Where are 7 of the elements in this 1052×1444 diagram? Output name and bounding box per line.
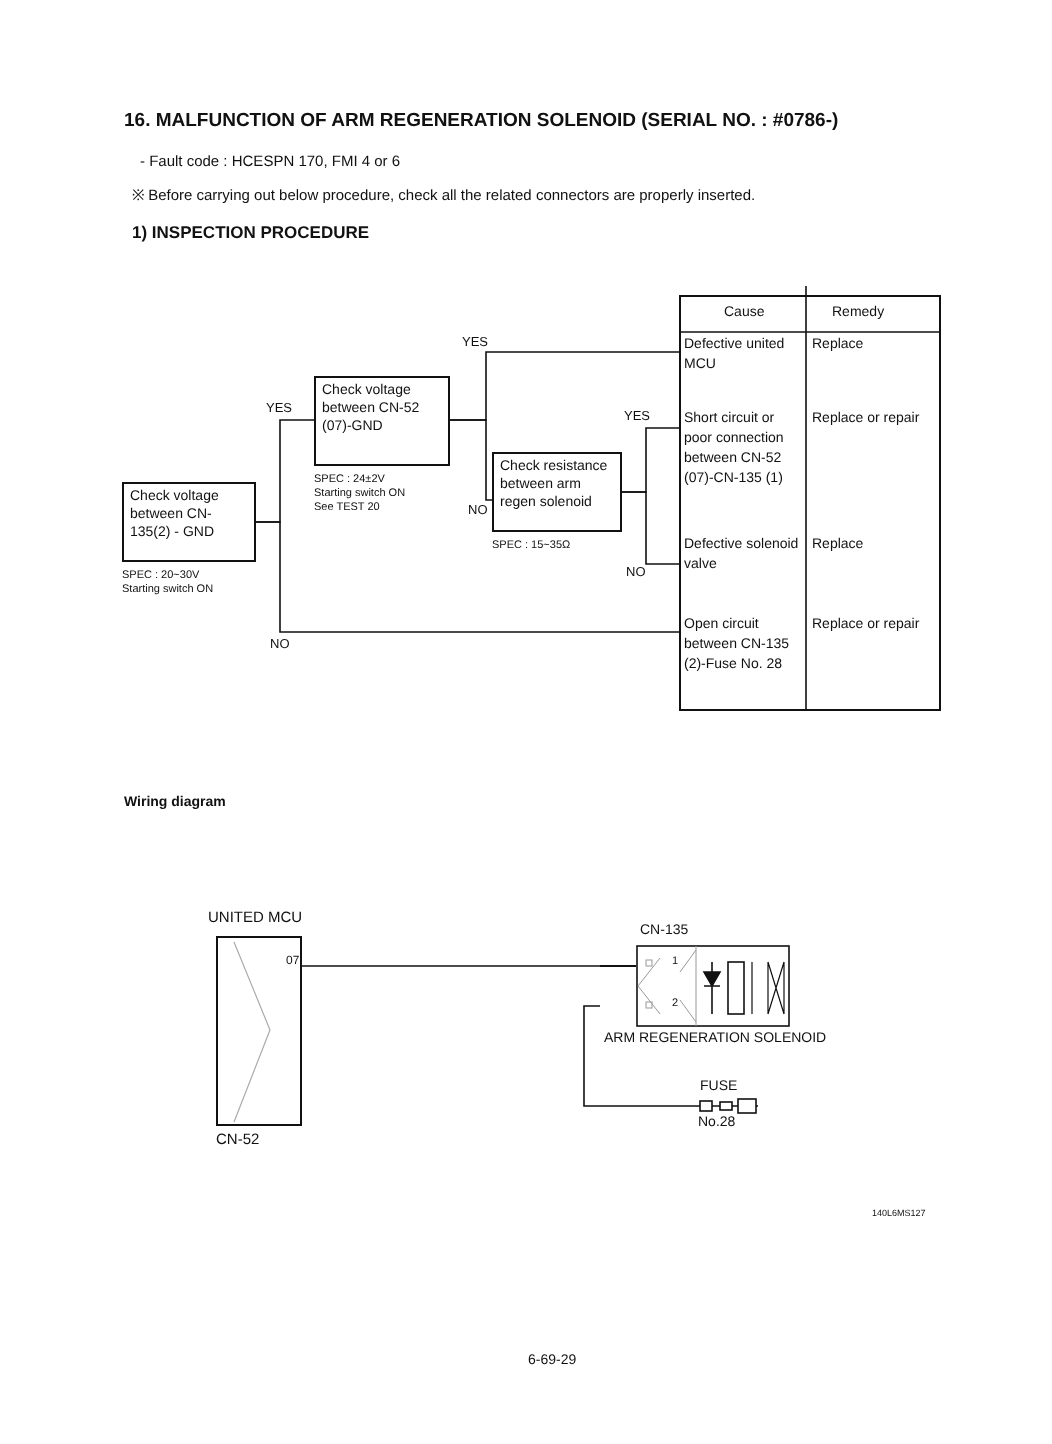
section-heading: 1) INSPECTION PROCEDURE bbox=[132, 224, 370, 244]
connector-line bbox=[255, 521, 681, 633]
connector-line bbox=[449, 419, 493, 501]
wire bbox=[301, 965, 601, 967]
wire bbox=[583, 1005, 699, 1107]
connector-line bbox=[621, 491, 681, 565]
heading: 16. MALFUNCTION OF ARM REGENERATION SOLENOID (SERIAL NO. : #0786-) bbox=[124, 112, 839, 134]
